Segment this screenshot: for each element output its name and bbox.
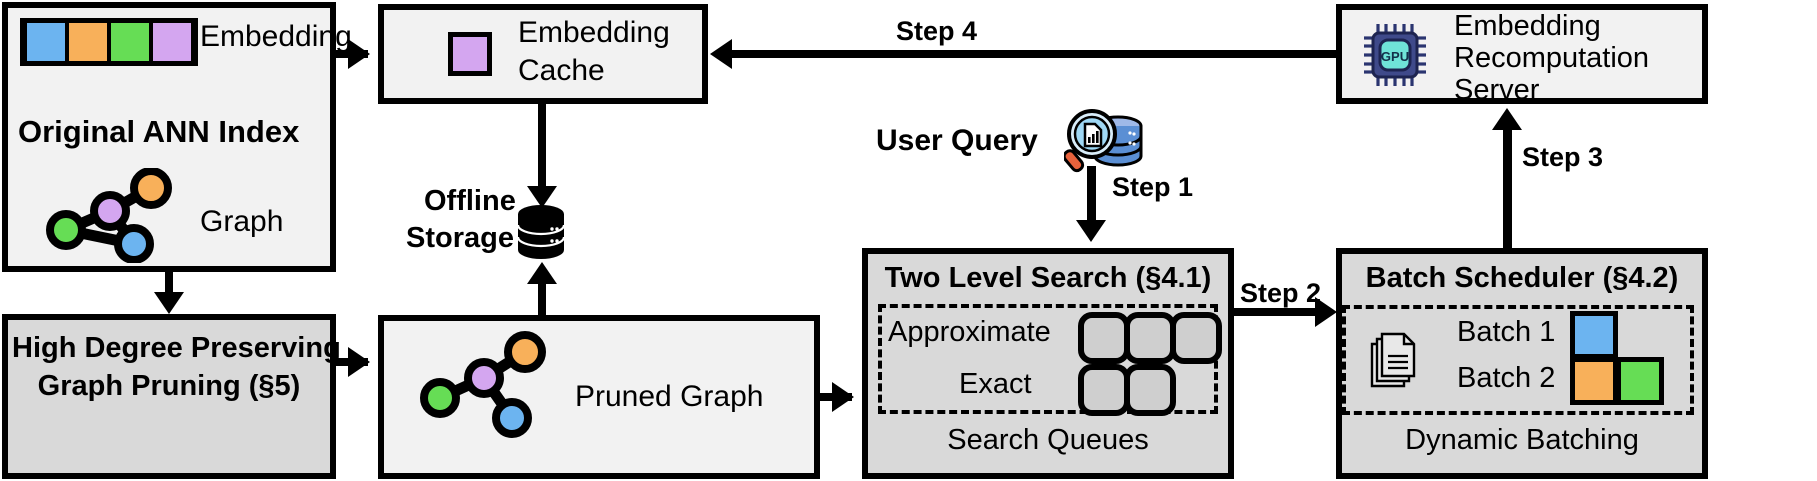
queue-slot-approx-2[interactable]	[1124, 312, 1176, 364]
recomputation-server-line3: Server	[1454, 74, 1540, 106]
embedding-cache-box[interactable]	[378, 4, 708, 104]
search-queues-caption: Search Queues	[947, 424, 1149, 456]
embedding-chip-green	[111, 23, 149, 61]
step4-label: Step 4	[896, 16, 978, 46]
embedding-cache-title-line2: Cache	[518, 54, 605, 87]
embedding-chip-row	[20, 18, 198, 66]
graph-pruning-box[interactable]	[2, 314, 336, 479]
arrow-batch-to-server-line	[1503, 128, 1512, 248]
batch-2-chip-green	[1616, 357, 1664, 405]
arrow-index-to-pruning-head	[154, 292, 184, 314]
arrow-search-to-batch-line	[1234, 308, 1326, 316]
arrow-pruned-to-search-head	[832, 382, 854, 412]
gpu-chip-icon: GPU	[1364, 24, 1426, 86]
arrow-server-to-cache-head	[710, 39, 732, 69]
two-level-search-title: Two Level Search (§4.1)	[884, 262, 1212, 294]
batch-scheduler-box[interactable]	[1336, 248, 1708, 479]
recomputation-server-line1: Embedding	[1454, 10, 1601, 42]
two-level-search-box[interactable]	[862, 248, 1234, 479]
queue-slot-exact-2[interactable]	[1124, 364, 1176, 416]
embedding-label: Embedding	[200, 20, 352, 53]
dynamic-batching-caption: Dynamic Batching	[1405, 424, 1639, 456]
step3-label: Step 3	[1522, 142, 1604, 172]
recomputation-server-line2: Recomputation	[1454, 42, 1650, 74]
arrow-pruned-to-storage-line	[538, 272, 546, 316]
documents-stack-icon	[1370, 332, 1416, 388]
original-ann-index-title: Original ANN Index	[18, 114, 300, 149]
graph-pruning-title-line1: High Degree Preserving	[12, 332, 341, 364]
batch-scheduler-title: Batch Scheduler (§4.2)	[1365, 262, 1679, 294]
original-graph-icon	[46, 168, 172, 263]
queue-slot-approx-3[interactable]	[1170, 312, 1222, 364]
arrow-pruned-to-storage-head	[527, 262, 557, 284]
batch-2-chip-orange	[1570, 357, 1618, 405]
graph-pruning-title-line2: Graph Pruning (§5)	[37, 370, 301, 402]
search-row-label-approximate: Approximate	[888, 316, 1051, 348]
step2-label: Step 2	[1240, 278, 1322, 308]
offline-storage-label-line1: Offline	[424, 185, 516, 217]
arrow-pruning-to-pruned-head	[348, 347, 370, 377]
user-query-label: User Query	[876, 124, 1038, 157]
svg-text:GPU: GPU	[1381, 49, 1409, 64]
arrow-cache-to-storage-head	[527, 186, 557, 208]
step1-label: Step 1	[1112, 172, 1194, 202]
batch-1-label: Batch 1	[1457, 316, 1556, 348]
arrow-search-to-batch-head	[1315, 297, 1337, 327]
embedding-chip-blue	[27, 23, 65, 61]
batch-2-label: Batch 2	[1457, 362, 1556, 394]
arrow-index-to-pruning-line	[165, 272, 173, 302]
embedding-cache-chip-icon	[448, 32, 492, 76]
arrow-server-to-cache-line	[716, 50, 1336, 58]
arrow-batch-to-server-head	[1492, 108, 1522, 130]
dynamic-batching-panel	[1342, 305, 1694, 415]
pruned-graph-label: Pruned Graph	[575, 380, 764, 413]
search-row-label-exact: Exact	[959, 368, 1032, 400]
queue-slot-approx-1[interactable]	[1078, 312, 1130, 364]
arrow-query-to-search-line	[1087, 166, 1096, 228]
offline-storage-label-line2: Storage	[406, 222, 514, 254]
embedding-chip-orange	[69, 23, 107, 61]
pruned-graph-icon	[420, 331, 546, 438]
magnifier-database-icon	[1064, 109, 1143, 173]
embedding-chip-purple	[153, 23, 191, 61]
queue-slot-exact-1[interactable]	[1078, 364, 1130, 416]
batch-1-chip-blue	[1570, 311, 1618, 359]
arrow-cache-to-storage-line	[538, 104, 546, 194]
database-cylinder-icon	[516, 205, 566, 259]
embedding-cache-title-line1: Embedding	[518, 16, 670, 49]
arrow-query-to-search-head	[1076, 220, 1106, 242]
graph-label: Graph	[200, 205, 284, 238]
arrow-index-to-cache-head	[348, 39, 370, 69]
